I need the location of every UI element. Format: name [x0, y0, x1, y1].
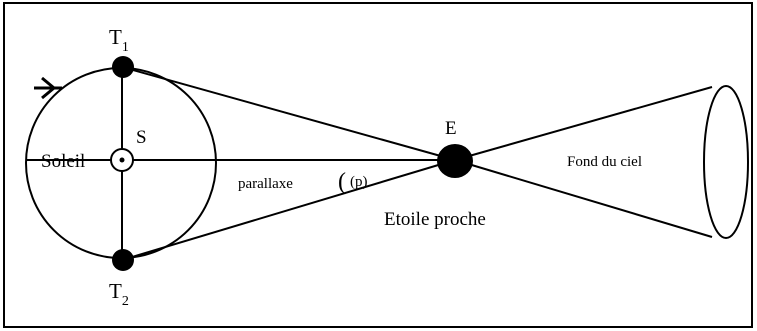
cone-line-top [454, 86, 713, 161]
parallax-angle-mark: ( [338, 169, 346, 195]
nearby-star [437, 144, 473, 178]
label-star-name: Etoile proche [384, 209, 486, 230]
earth-position-t1 [112, 56, 134, 78]
label-parallax: parallaxe [238, 176, 293, 192]
earth-position-t2 [112, 249, 134, 271]
sky-background-ellipse [703, 85, 749, 239]
sight-line-t1 [121, 66, 456, 161]
orbit-direction-arrow-icon [34, 76, 62, 100]
label-background: Fond du ciel [567, 154, 642, 170]
label-parallax-symbol: (p) [350, 174, 368, 190]
label-sun-letter: S [136, 127, 147, 148]
diagram-frame [3, 2, 753, 328]
sun-center-dot [119, 157, 125, 163]
cone-line-bottom [454, 159, 713, 238]
label-sun-name: Soleil [41, 151, 85, 172]
label-star-letter: E [445, 118, 457, 139]
label-t1: T1 [109, 25, 129, 55]
sight-line-t2 [121, 159, 456, 261]
label-t2: T2 [109, 279, 129, 309]
